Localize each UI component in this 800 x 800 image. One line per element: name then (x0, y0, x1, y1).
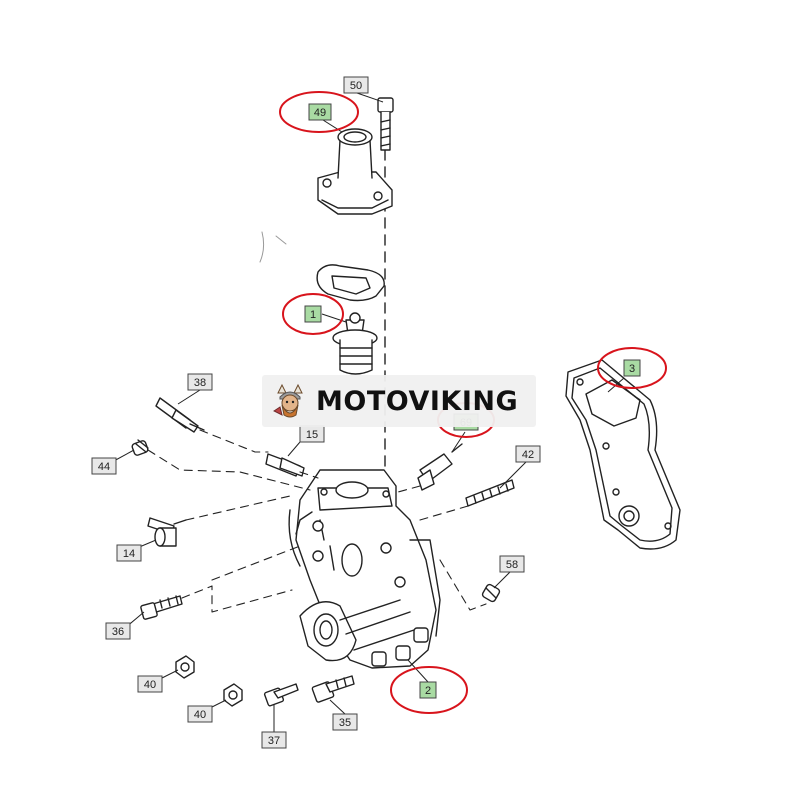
stud-part-42 (465, 479, 515, 507)
nut-part-40 (175, 655, 195, 679)
callout-label-40: 40 (194, 709, 206, 721)
highlight-ellipse-3 (597, 347, 667, 389)
callout-box-3 (623, 359, 641, 377)
callout-label-37: 37 (268, 735, 280, 747)
callout-leader (451, 431, 466, 453)
leader-line (439, 559, 487, 611)
callout-label-14: 14 (123, 548, 135, 560)
callout-leader (356, 92, 384, 103)
bolt-part-35 (311, 675, 355, 703)
cover-plate-part-3 (565, 359, 681, 550)
sensor-part-69 (417, 443, 463, 491)
fitting-part-14 (147, 517, 187, 547)
callout-box-49 (308, 103, 332, 121)
sender-part-15 (265, 453, 305, 477)
callout-label-42: 42 (522, 449, 534, 461)
brand-name: MOTOVIKING (316, 385, 519, 417)
callout-box-35 (332, 713, 358, 731)
callout-label-50: 50 (350, 80, 362, 92)
water-pump-part-2 (288, 469, 441, 669)
bolt-part-37 (263, 683, 299, 707)
callout-box-40b (187, 705, 213, 723)
thermostat-housing-part-49 (317, 128, 393, 215)
leader-line (185, 495, 291, 521)
viking-mascot-icon (273, 383, 303, 418)
leader-line (299, 471, 319, 479)
sensor-part-38 (155, 397, 205, 433)
callout-box-36 (105, 622, 131, 640)
brand-watermark: MOTOVIKING (262, 375, 536, 427)
callout-box-42 (515, 445, 541, 463)
callout-leader (287, 441, 301, 457)
callout-leader (329, 699, 346, 715)
highlight-ellipse-2 (390, 666, 468, 714)
thermostat-part-1 (332, 312, 378, 375)
callout-label-58: 58 (506, 559, 518, 571)
highlight-ellipse-49 (279, 91, 359, 133)
callout-label-49: 49 (314, 107, 326, 119)
callout-label-35: 35 (339, 717, 351, 729)
plug-part-58 (481, 583, 501, 603)
callout-label-44: 44 (98, 461, 110, 473)
callout-label-36: 36 (112, 626, 124, 638)
callout-label-15: 15 (306, 429, 318, 441)
leader-line (181, 585, 293, 613)
plug-part-44 (131, 439, 149, 456)
leader-line (397, 485, 421, 493)
callout-label-1: 1 (310, 309, 316, 321)
bolt-part-36 (140, 595, 183, 620)
leader-line (199, 429, 269, 453)
bolt-part-50 (377, 97, 394, 151)
highlight-ellipse-1 (282, 293, 344, 335)
callout-leader (493, 571, 511, 589)
nut-part-40 (223, 683, 243, 707)
callout-box-14 (116, 544, 142, 562)
callout-leader (499, 461, 527, 489)
callout-box-40a (137, 675, 163, 693)
callout-box-1 (304, 305, 322, 323)
leader-line (419, 505, 469, 521)
callout-label-40: 40 (144, 679, 156, 691)
gasket-part (316, 264, 385, 302)
callout-leader (407, 659, 429, 683)
leader-line (147, 449, 311, 491)
callout-box-44 (91, 457, 117, 475)
callout-leader (177, 389, 201, 405)
callout-label-38: 38 (194, 377, 206, 389)
callout-box-38 (187, 373, 213, 391)
callout-label-2: 2 (425, 685, 431, 697)
leader-line (211, 545, 301, 581)
callout-box-58 (499, 555, 525, 573)
callout-label-3: 3 (629, 363, 635, 375)
callout-box-37 (261, 731, 287, 749)
callout-box-2 (419, 681, 437, 699)
callout-box-50 (343, 76, 369, 94)
